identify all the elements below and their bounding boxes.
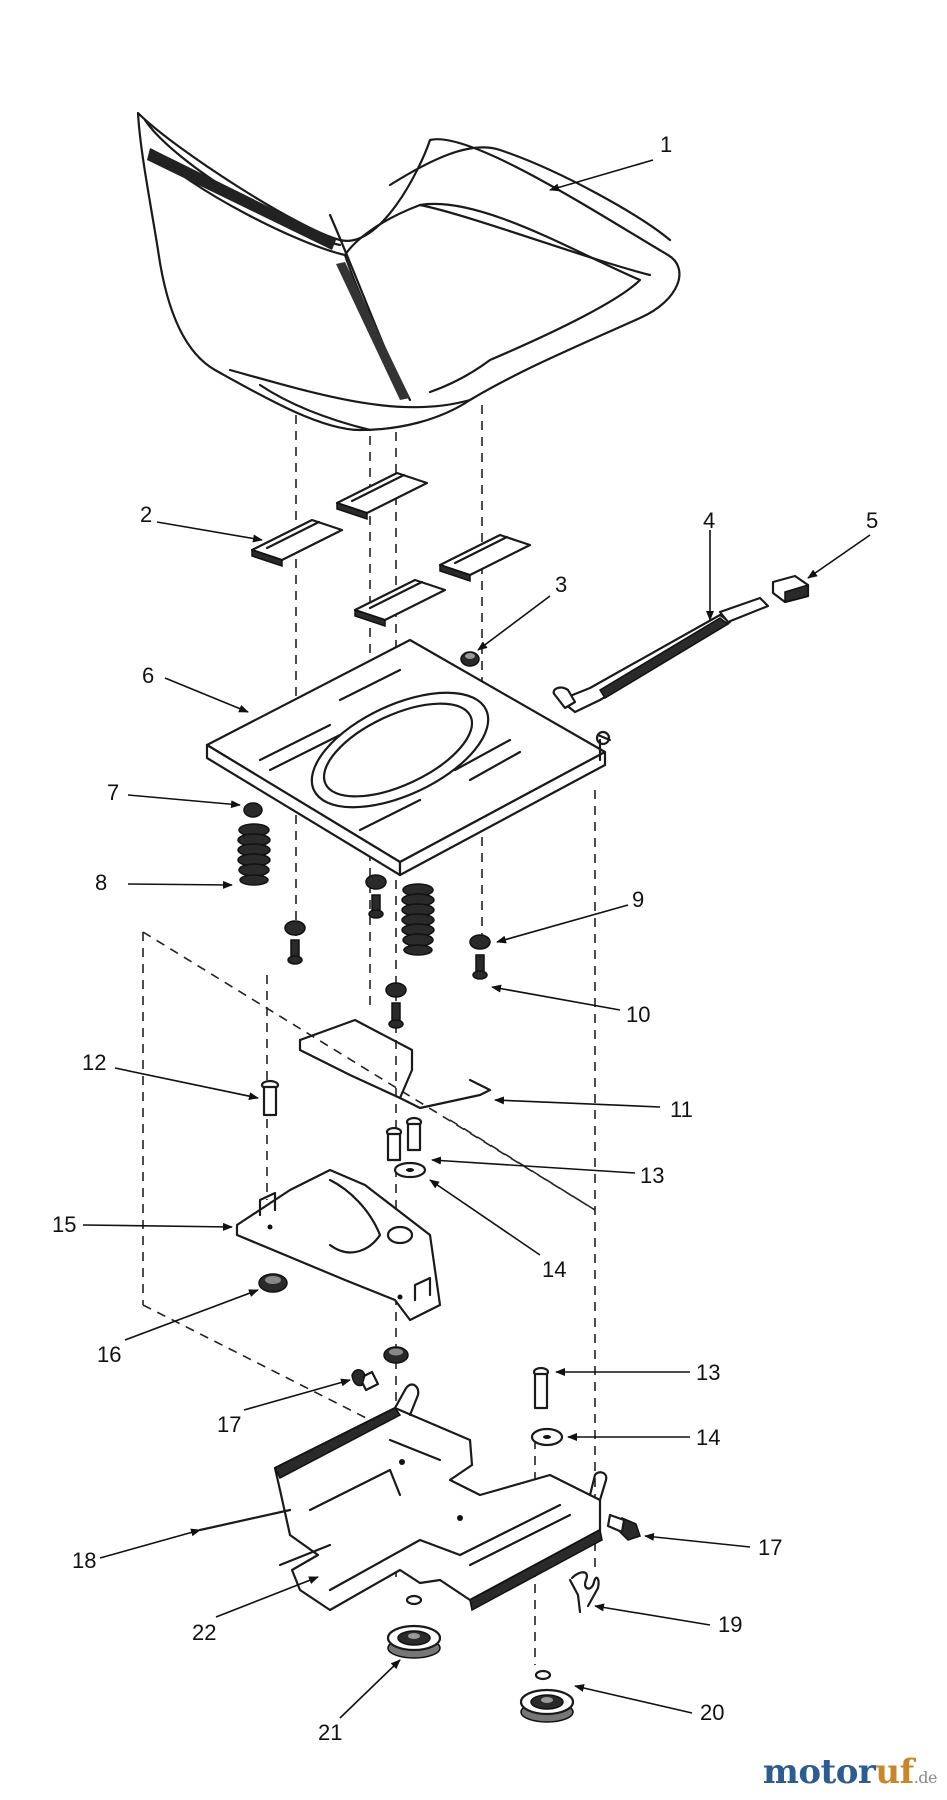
adjustment-rod bbox=[552, 596, 770, 746]
roller-part-21 bbox=[386, 1594, 442, 1659]
callout-17-right: 17 bbox=[758, 1535, 782, 1560]
leader-lines bbox=[82, 159, 871, 1719]
pin-part-12 bbox=[260, 1079, 280, 1117]
mount-bracket bbox=[235, 1168, 442, 1322]
callout-10: 10 bbox=[626, 1002, 650, 1027]
callout-8: 8 bbox=[95, 870, 107, 895]
slide-pads bbox=[250, 471, 532, 628]
bolt-part-17-left bbox=[351, 1369, 380, 1392]
bolt-part-17-right bbox=[606, 1513, 641, 1541]
callout-21: 21 bbox=[318, 1720, 342, 1745]
bushing-part-16 bbox=[258, 1273, 409, 1364]
watermark-part1: motor bbox=[762, 1752, 876, 1792]
washer-part-14-upper bbox=[393, 1161, 427, 1179]
callout-4: 4 bbox=[703, 508, 715, 533]
callout-7: 7 bbox=[107, 780, 119, 805]
slide-rail-base bbox=[273, 1383, 608, 1612]
pins-part-13-upper bbox=[385, 1116, 423, 1162]
callout-19: 19 bbox=[718, 1612, 742, 1637]
callout-3: 3 bbox=[555, 572, 567, 597]
roller-part-20 bbox=[519, 1669, 575, 1723]
callout-11: 11 bbox=[670, 1097, 693, 1122]
pin-part-13-lower bbox=[532, 1366, 550, 1410]
lever-pin-part-18 bbox=[198, 1508, 332, 1567]
callout-9: 9 bbox=[632, 887, 644, 912]
washer-part-14-lower bbox=[530, 1427, 564, 1447]
watermark-logo: motoruf.de bbox=[762, 1752, 938, 1792]
callout-22: 22 bbox=[192, 1620, 216, 1645]
callout-5: 5 bbox=[866, 508, 878, 533]
callout-13-lower: 13 bbox=[696, 1360, 720, 1385]
nut-part-3 bbox=[460, 651, 480, 667]
callout-14-upper: 14 bbox=[542, 1257, 566, 1282]
spring-left bbox=[237, 823, 271, 886]
callout-12: 12 bbox=[82, 1050, 106, 1075]
callout-14-lower: 14 bbox=[696, 1425, 720, 1450]
seat-plate bbox=[205, 638, 607, 877]
callout-18: 18 bbox=[72, 1548, 96, 1573]
watermark-part2: uf bbox=[875, 1752, 914, 1792]
callout-20: 20 bbox=[700, 1700, 724, 1725]
callout-1: 1 bbox=[660, 132, 672, 157]
callout-6: 6 bbox=[142, 663, 154, 688]
spring-part-19 bbox=[568, 1571, 600, 1614]
callout-13-upper: 13 bbox=[640, 1163, 664, 1188]
knob-part-5 bbox=[771, 574, 810, 604]
callout-labels: 1 2 3 4 5 6 7 8 9 10 11 12 13 14 15 16 1… bbox=[52, 132, 878, 1745]
callout-2: 2 bbox=[140, 502, 152, 527]
watermark-part3: .de bbox=[913, 1768, 938, 1787]
wire-bail bbox=[298, 1018, 492, 1110]
seat-part bbox=[136, 111, 681, 432]
spring-right bbox=[401, 883, 435, 956]
callout-16: 16 bbox=[97, 1342, 121, 1367]
nuts-and-bolts bbox=[284, 874, 491, 1029]
callout-17-left: 17 bbox=[217, 1412, 241, 1437]
nut-part-7 bbox=[243, 802, 263, 818]
callout-15: 15 bbox=[52, 1212, 76, 1237]
